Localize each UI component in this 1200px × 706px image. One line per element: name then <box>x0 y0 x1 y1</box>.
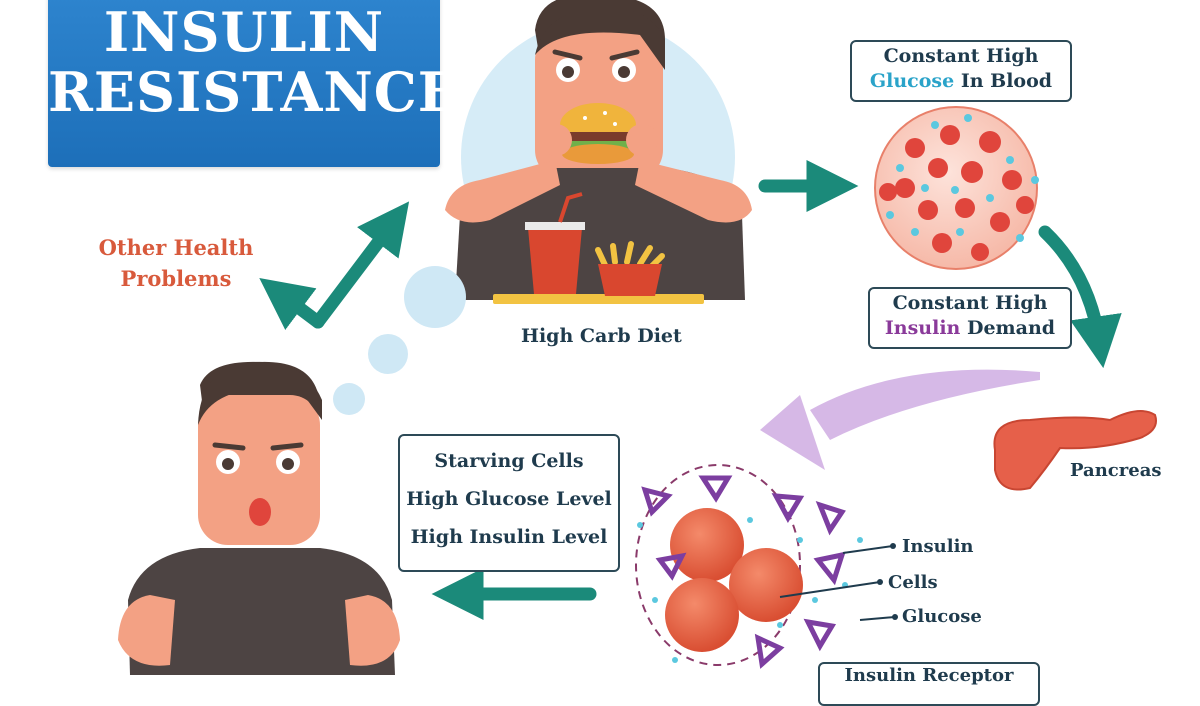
red-blood-cells <box>879 125 1034 261</box>
thought-bubbles <box>333 266 466 415</box>
cell <box>670 508 744 582</box>
glucose-line-1: Constant High <box>883 45 1039 67</box>
pancreas-illustration <box>993 410 1157 491</box>
other-health-line-1: Other Health <box>98 235 254 260</box>
cell <box>729 548 803 622</box>
arrow-resistance-to-diet <box>311 201 410 329</box>
title-line-1: INSULIN <box>103 0 385 64</box>
tray <box>493 294 704 304</box>
symptom-item: Starving Cells <box>434 450 584 472</box>
cell-glucose-dots <box>637 517 863 663</box>
blood-glucose-illustration <box>874 106 1039 270</box>
glucose-highlight: Glucose <box>869 70 955 92</box>
insulin-demand-line-2: Demand <box>960 317 1056 339</box>
legend-receptor: Insulin Receptor <box>844 665 1014 686</box>
insulin-triangles <box>641 475 846 669</box>
insulin-flow-arrow <box>760 369 1040 470</box>
arrow-glucose-to-pancreas <box>1038 225 1122 369</box>
cell <box>665 578 739 652</box>
title-banner: INSULIN RESISTANCE <box>48 0 460 167</box>
symptoms-label-box: Starving Cells High Glucose Level High I… <box>398 434 620 572</box>
insulin-demand-line-1: Constant High <box>892 292 1048 314</box>
other-health-label: Other Health Problems <box>86 232 266 294</box>
arrow-resistance-to-health <box>259 277 325 330</box>
glucose-label-box: Constant High Glucose In Blood <box>850 40 1072 102</box>
diet-label: High Carb Diet <box>521 325 682 347</box>
title-line-2: RESISTANCE <box>48 60 460 124</box>
glucose-dots <box>886 114 1039 242</box>
legend-glucose: Glucose <box>902 606 982 627</box>
legend-cells: Cells <box>888 572 938 593</box>
insulin-demand-highlight: Insulin <box>884 317 961 339</box>
man-eating-illustration <box>445 0 752 304</box>
cell-cluster-illustration <box>635 464 898 669</box>
other-health-line-2: Problems <box>120 266 232 291</box>
receptor-label-box: Insulin Receptor <box>818 662 1040 706</box>
legend-insulin: Insulin <box>902 536 974 557</box>
symptom-item: High Insulin Level <box>410 526 608 548</box>
insulin-demand-label-box: Constant High Insulin Demand <box>868 287 1072 349</box>
symptom-item: High Glucose Level <box>406 488 612 510</box>
cycle-arrows <box>259 160 1122 620</box>
diagram-graphics <box>118 0 1157 675</box>
pancreas-label: Pancreas <box>1070 460 1162 481</box>
glucose-line-2: In Blood <box>954 70 1053 92</box>
man-resistance-illustration <box>118 361 400 675</box>
